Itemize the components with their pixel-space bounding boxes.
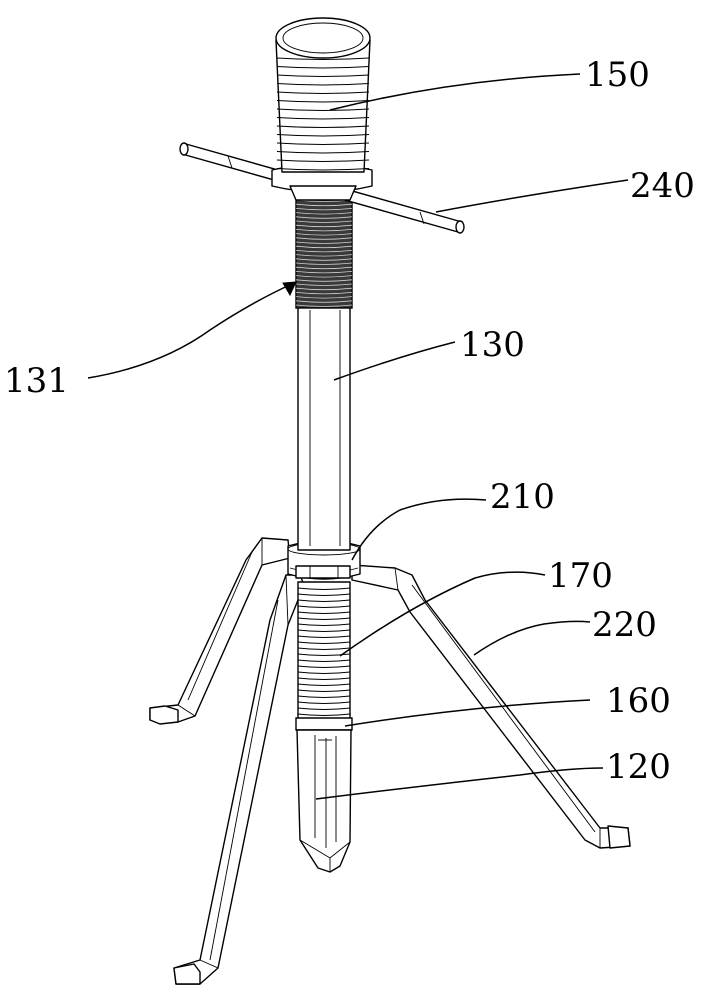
- lower-rod-assembly: [295, 581, 353, 873]
- right-foot: [607, 825, 631, 849]
- knob-top-cap: [275, 17, 371, 59]
- label-240: 240: [630, 166, 695, 206]
- label-220: 220: [592, 605, 657, 645]
- label-130: 130: [460, 325, 525, 365]
- left-foot: [149, 705, 179, 725]
- label-131: 131: [4, 361, 69, 401]
- lower-threaded-section: [297, 581, 351, 723]
- label-150: 150: [585, 55, 650, 95]
- lower-collar: [295, 717, 353, 731]
- label-160: 160: [606, 681, 671, 721]
- lower-thread-lines: [297, 587, 351, 716]
- upper-threaded-section: [295, 195, 353, 309]
- label-170: 170: [548, 556, 613, 596]
- front-leg: [173, 574, 305, 985]
- upper-thread-lines: [295, 199, 353, 307]
- tripod-legs: [149, 537, 631, 985]
- knob-rib-lines: [276, 57, 370, 171]
- knob: [271, 17, 373, 201]
- front-foot: [173, 963, 201, 985]
- label-210: 210: [490, 477, 555, 517]
- leader-lines: [87, 73, 629, 800]
- reference-numerals: 150 240 131 130 210 170 220 160 120: [4, 55, 695, 787]
- label-120: 120: [606, 747, 671, 787]
- main-rod: [297, 305, 351, 551]
- pointed-tip: [296, 729, 352, 873]
